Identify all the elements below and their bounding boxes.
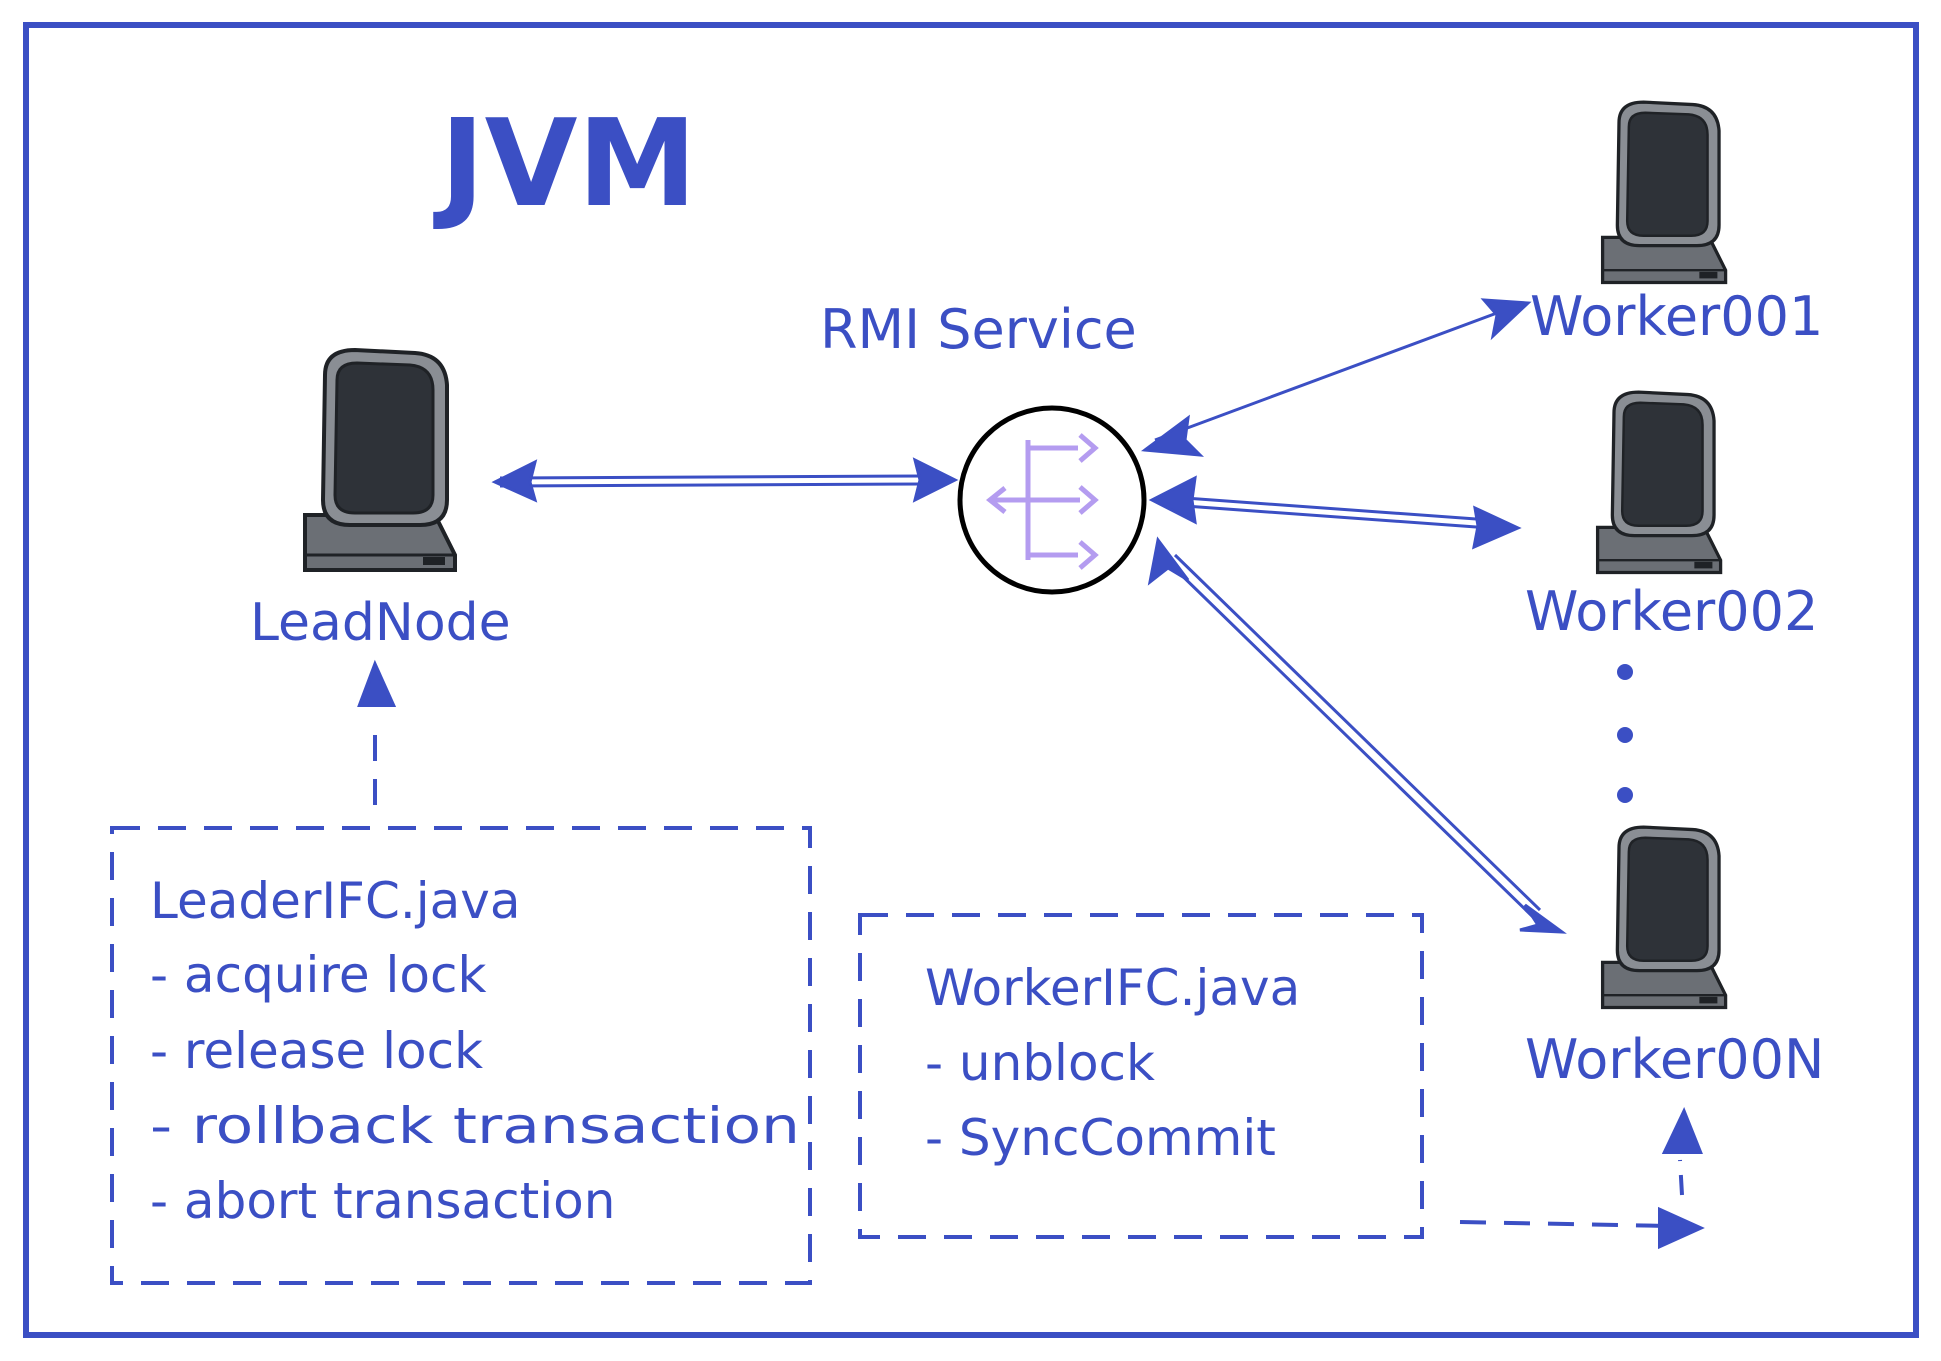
connection-lead-rmi: [491, 457, 959, 503]
leader-ifc-item: - rollback transaction: [150, 1097, 800, 1155]
worker-ifc-item: - SyncCommit: [925, 1109, 1276, 1167]
worker-00n-label: Worker00N: [1525, 1028, 1824, 1091]
ellipsis-dots: [1617, 664, 1633, 803]
worker-ifc-box: [858, 913, 1424, 1239]
leader-ifc-item: - abort transaction: [150, 1172, 615, 1230]
worker-ifc-title: WorkerIFC.java: [925, 959, 1300, 1017]
connection-rmi-worker00n: [1147, 536, 1567, 934]
connection-rmi-worker002: [1148, 475, 1522, 550]
worker-002-computer-icon[interactable]: [1595, 390, 1723, 575]
leader-ifc-box: [110, 826, 812, 1285]
worker-001-computer-icon[interactable]: [1600, 100, 1728, 285]
lead-node-label: LeadNode: [250, 593, 511, 653]
worker-001-label: Worker001: [1530, 285, 1823, 348]
rmi-service-node[interactable]: [957, 405, 1147, 595]
rmi-service-label: RMI Service: [820, 298, 1137, 361]
leader-ifc-to-lead-arrow: [357, 659, 397, 805]
fork-arrows-icon: [985, 433, 1099, 570]
worker-00n-computer-icon[interactable]: [1600, 825, 1728, 1010]
worker-ifc-item: - unblock: [925, 1034, 1155, 1092]
leader-ifc-item: - acquire lock: [150, 946, 486, 1004]
jvm-label: JVM: [433, 95, 697, 234]
leader-ifc-title: LeaderIFC.java: [150, 872, 521, 930]
worker-ifc-to-worker-arrow: [1459, 1107, 1705, 1250]
worker-002-label: Worker002: [1525, 580, 1818, 643]
leader-ifc-item: - release lock: [150, 1022, 483, 1080]
jvm-container: [23, 22, 1919, 1338]
lead-node-computer-icon[interactable]: [303, 348, 457, 572]
connection-rmi-worker001: [1140, 298, 1532, 457]
